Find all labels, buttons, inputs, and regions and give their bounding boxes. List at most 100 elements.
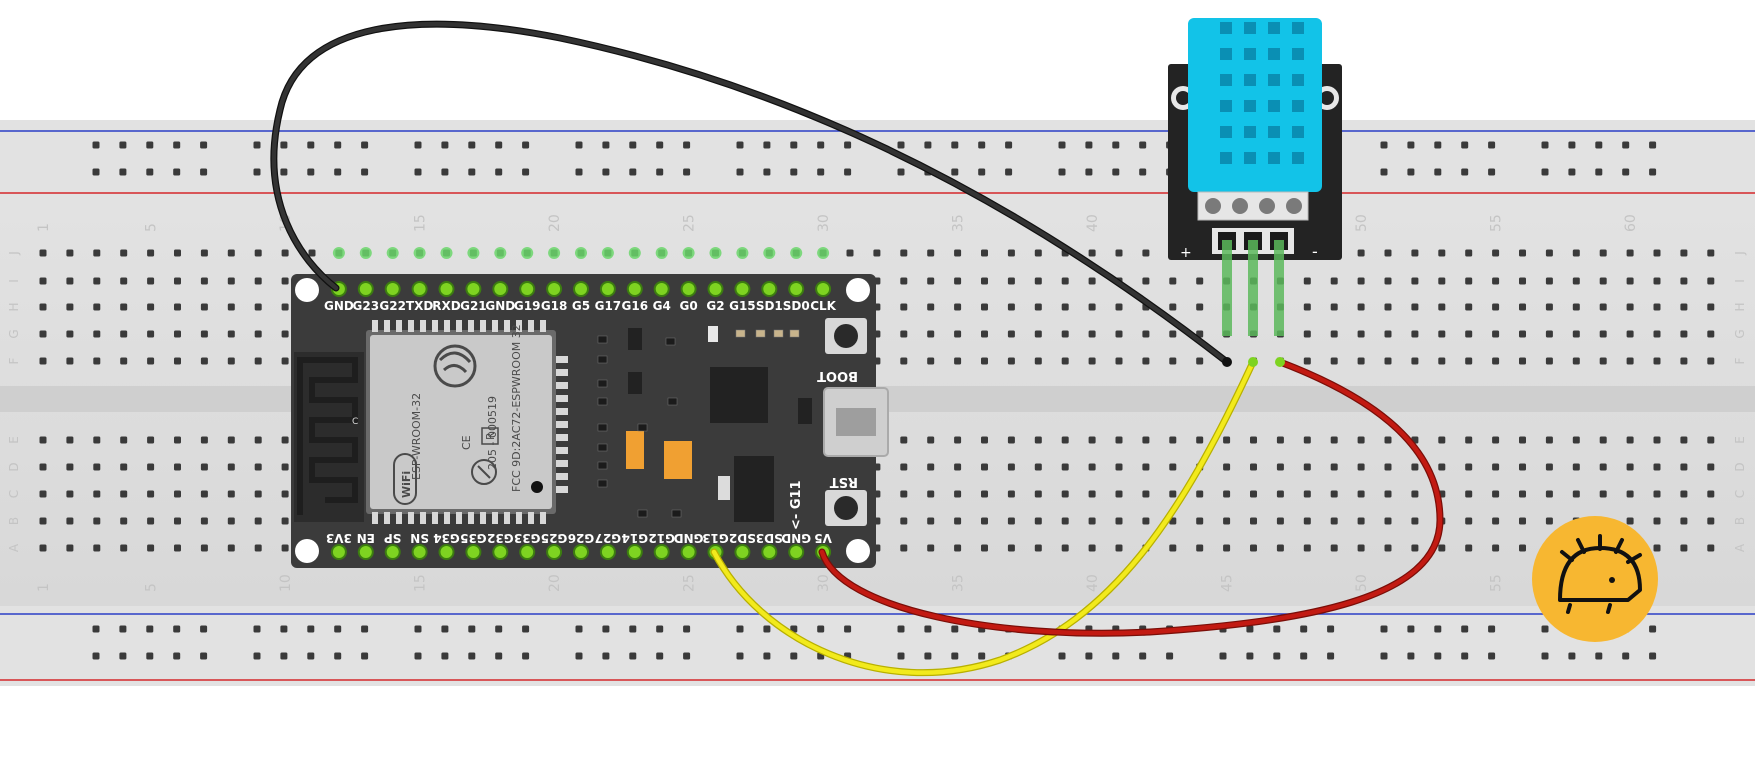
esp32-pin[interactable]: [653, 281, 670, 297]
breadboard-hole[interactable]: [1330, 544, 1338, 552]
rail-hole[interactable]: [1380, 168, 1388, 176]
rail-hole[interactable]: [1246, 652, 1254, 660]
breadboard-hole[interactable]: [1411, 517, 1419, 525]
breadboard-hole[interactable]: [120, 277, 128, 285]
breadboard-hole[interactable]: [1680, 357, 1688, 365]
breadboard-hole[interactable]: [1088, 357, 1096, 365]
rail-hole[interactable]: [522, 141, 530, 149]
breadboard-hole[interactable]: [1545, 517, 1553, 525]
breadboard-hole[interactable]: [1007, 463, 1015, 471]
breadboard-hole[interactable]: [1411, 249, 1419, 257]
breadboard-hole[interactable]: [1438, 330, 1446, 338]
rail-hole[interactable]: [173, 652, 181, 660]
breadboard-hole[interactable]: [1169, 544, 1177, 552]
breadboard-hole[interactable]: [1223, 490, 1231, 498]
breadboard-hole[interactable]: [1492, 249, 1500, 257]
rail-hole[interactable]: [897, 625, 905, 633]
rail-hole[interactable]: [1139, 168, 1147, 176]
breadboard-hole[interactable]: [981, 357, 988, 365]
breadboard-hole[interactable]: [927, 249, 935, 257]
breadboard-hole[interactable]: [281, 463, 289, 471]
breadboard-hole[interactable]: [1599, 357, 1607, 365]
breadboard-hole[interactable]: [281, 490, 289, 498]
breadboard-hole[interactable]: [1438, 357, 1446, 365]
breadboard-hole[interactable]: [227, 249, 235, 257]
breadboard-hole[interactable]: [1384, 436, 1392, 444]
breadboard-hole[interactable]: [1465, 463, 1473, 471]
breadboard-hole[interactable]: [1007, 249, 1015, 257]
breadboard-hole[interactable]: [1492, 303, 1500, 311]
breadboard-hole[interactable]: [281, 330, 289, 338]
breadboard-hole[interactable]: [954, 303, 962, 311]
breadboard-hole[interactable]: [1169, 330, 1177, 338]
rail-hole[interactable]: [1461, 168, 1469, 176]
breadboard-hole[interactable]: [900, 517, 908, 525]
breadboard-hole[interactable]: [900, 463, 908, 471]
rail-hole[interactable]: [602, 141, 610, 149]
breadboard-hole[interactable]: [1384, 517, 1392, 525]
breadboard-hole[interactable]: [120, 303, 128, 311]
rail-hole[interactable]: [92, 141, 100, 149]
esp32-pin[interactable]: [815, 281, 832, 297]
rail-hole[interactable]: [280, 141, 288, 149]
breadboard-hole[interactable]: [1465, 249, 1473, 257]
esp32-pin[interactable]: [573, 281, 589, 297]
rail-hole[interactable]: [656, 625, 664, 633]
breadboard-hole[interactable]: [120, 249, 128, 257]
breadboard-hole[interactable]: [1357, 517, 1365, 525]
breadboard-hole[interactable]: [1492, 490, 1500, 498]
breadboard-hole[interactable]: [174, 303, 181, 311]
rail-hole[interactable]: [146, 168, 154, 176]
breadboard-hole[interactable]: [120, 490, 128, 498]
rail-hole[interactable]: [575, 652, 583, 660]
breadboard-hole[interactable]: [93, 544, 101, 552]
rail-hole[interactable]: [441, 652, 449, 660]
breadboard-hole[interactable]: [1707, 330, 1715, 338]
rail-hole[interactable]: [334, 625, 342, 633]
breadboard-hole[interactable]: [174, 463, 181, 471]
breadboard-hole[interactable]: [981, 544, 988, 552]
breadboard-hole[interactable]: [1707, 544, 1715, 552]
breadboard-hole[interactable]: [1384, 357, 1392, 365]
breadboard-hole[interactable]: [1626, 490, 1634, 498]
rail-hole[interactable]: [1649, 141, 1657, 149]
rail-hole[interactable]: [1568, 141, 1576, 149]
rail-hole[interactable]: [978, 141, 986, 149]
breadboard-hole[interactable]: [927, 330, 935, 338]
breadboard-hole[interactable]: [254, 330, 262, 338]
breadboard-hole[interactable]: [927, 463, 935, 471]
breadboard-hole[interactable]: [1034, 249, 1042, 257]
breadboard-hole[interactable]: [200, 277, 208, 285]
rail-hole[interactable]: [307, 141, 315, 149]
rail-hole[interactable]: [575, 168, 583, 176]
esp32-pin[interactable]: [411, 281, 428, 297]
breadboard-hole[interactable]: [1626, 249, 1634, 257]
rail-hole[interactable]: [1112, 652, 1120, 660]
breadboard-hole[interactable]: [1088, 277, 1096, 285]
rail-hole[interactable]: [414, 168, 422, 176]
breadboard-hole[interactable]: [981, 463, 988, 471]
esp32-pin[interactable]: [465, 281, 482, 297]
breadboard-hole[interactable]: [66, 330, 74, 338]
breadboard-hole[interactable]: [1034, 463, 1042, 471]
breadboard-hole[interactable]: [1007, 277, 1015, 285]
esp32-pin[interactable]: [546, 281, 563, 297]
breadboard-hole[interactable]: [1653, 544, 1661, 552]
breadboard-hole[interactable]: [254, 490, 262, 498]
breadboard-hole[interactable]: [1142, 490, 1150, 498]
breadboard-hole[interactable]: [1330, 463, 1338, 471]
breadboard-hole[interactable]: [1384, 249, 1392, 257]
rail-hole[interactable]: [92, 652, 100, 660]
breadboard-hole[interactable]: [1196, 357, 1204, 365]
breadboard-hole[interactable]: [66, 249, 74, 257]
breadboard-hole[interactable]: [954, 490, 962, 498]
breadboard-hole[interactable]: [254, 436, 262, 444]
rail-hole[interactable]: [1085, 141, 1093, 149]
breadboard-hole[interactable]: [1680, 436, 1688, 444]
breadboard-hole[interactable]: [1142, 249, 1150, 257]
esp32-pin[interactable]: [357, 544, 374, 560]
rail-hole[interactable]: [1273, 652, 1281, 660]
rail-hole[interactable]: [1058, 141, 1066, 149]
breadboard-hole[interactable]: [1169, 463, 1177, 471]
esp32-pin[interactable]: [653, 544, 670, 560]
